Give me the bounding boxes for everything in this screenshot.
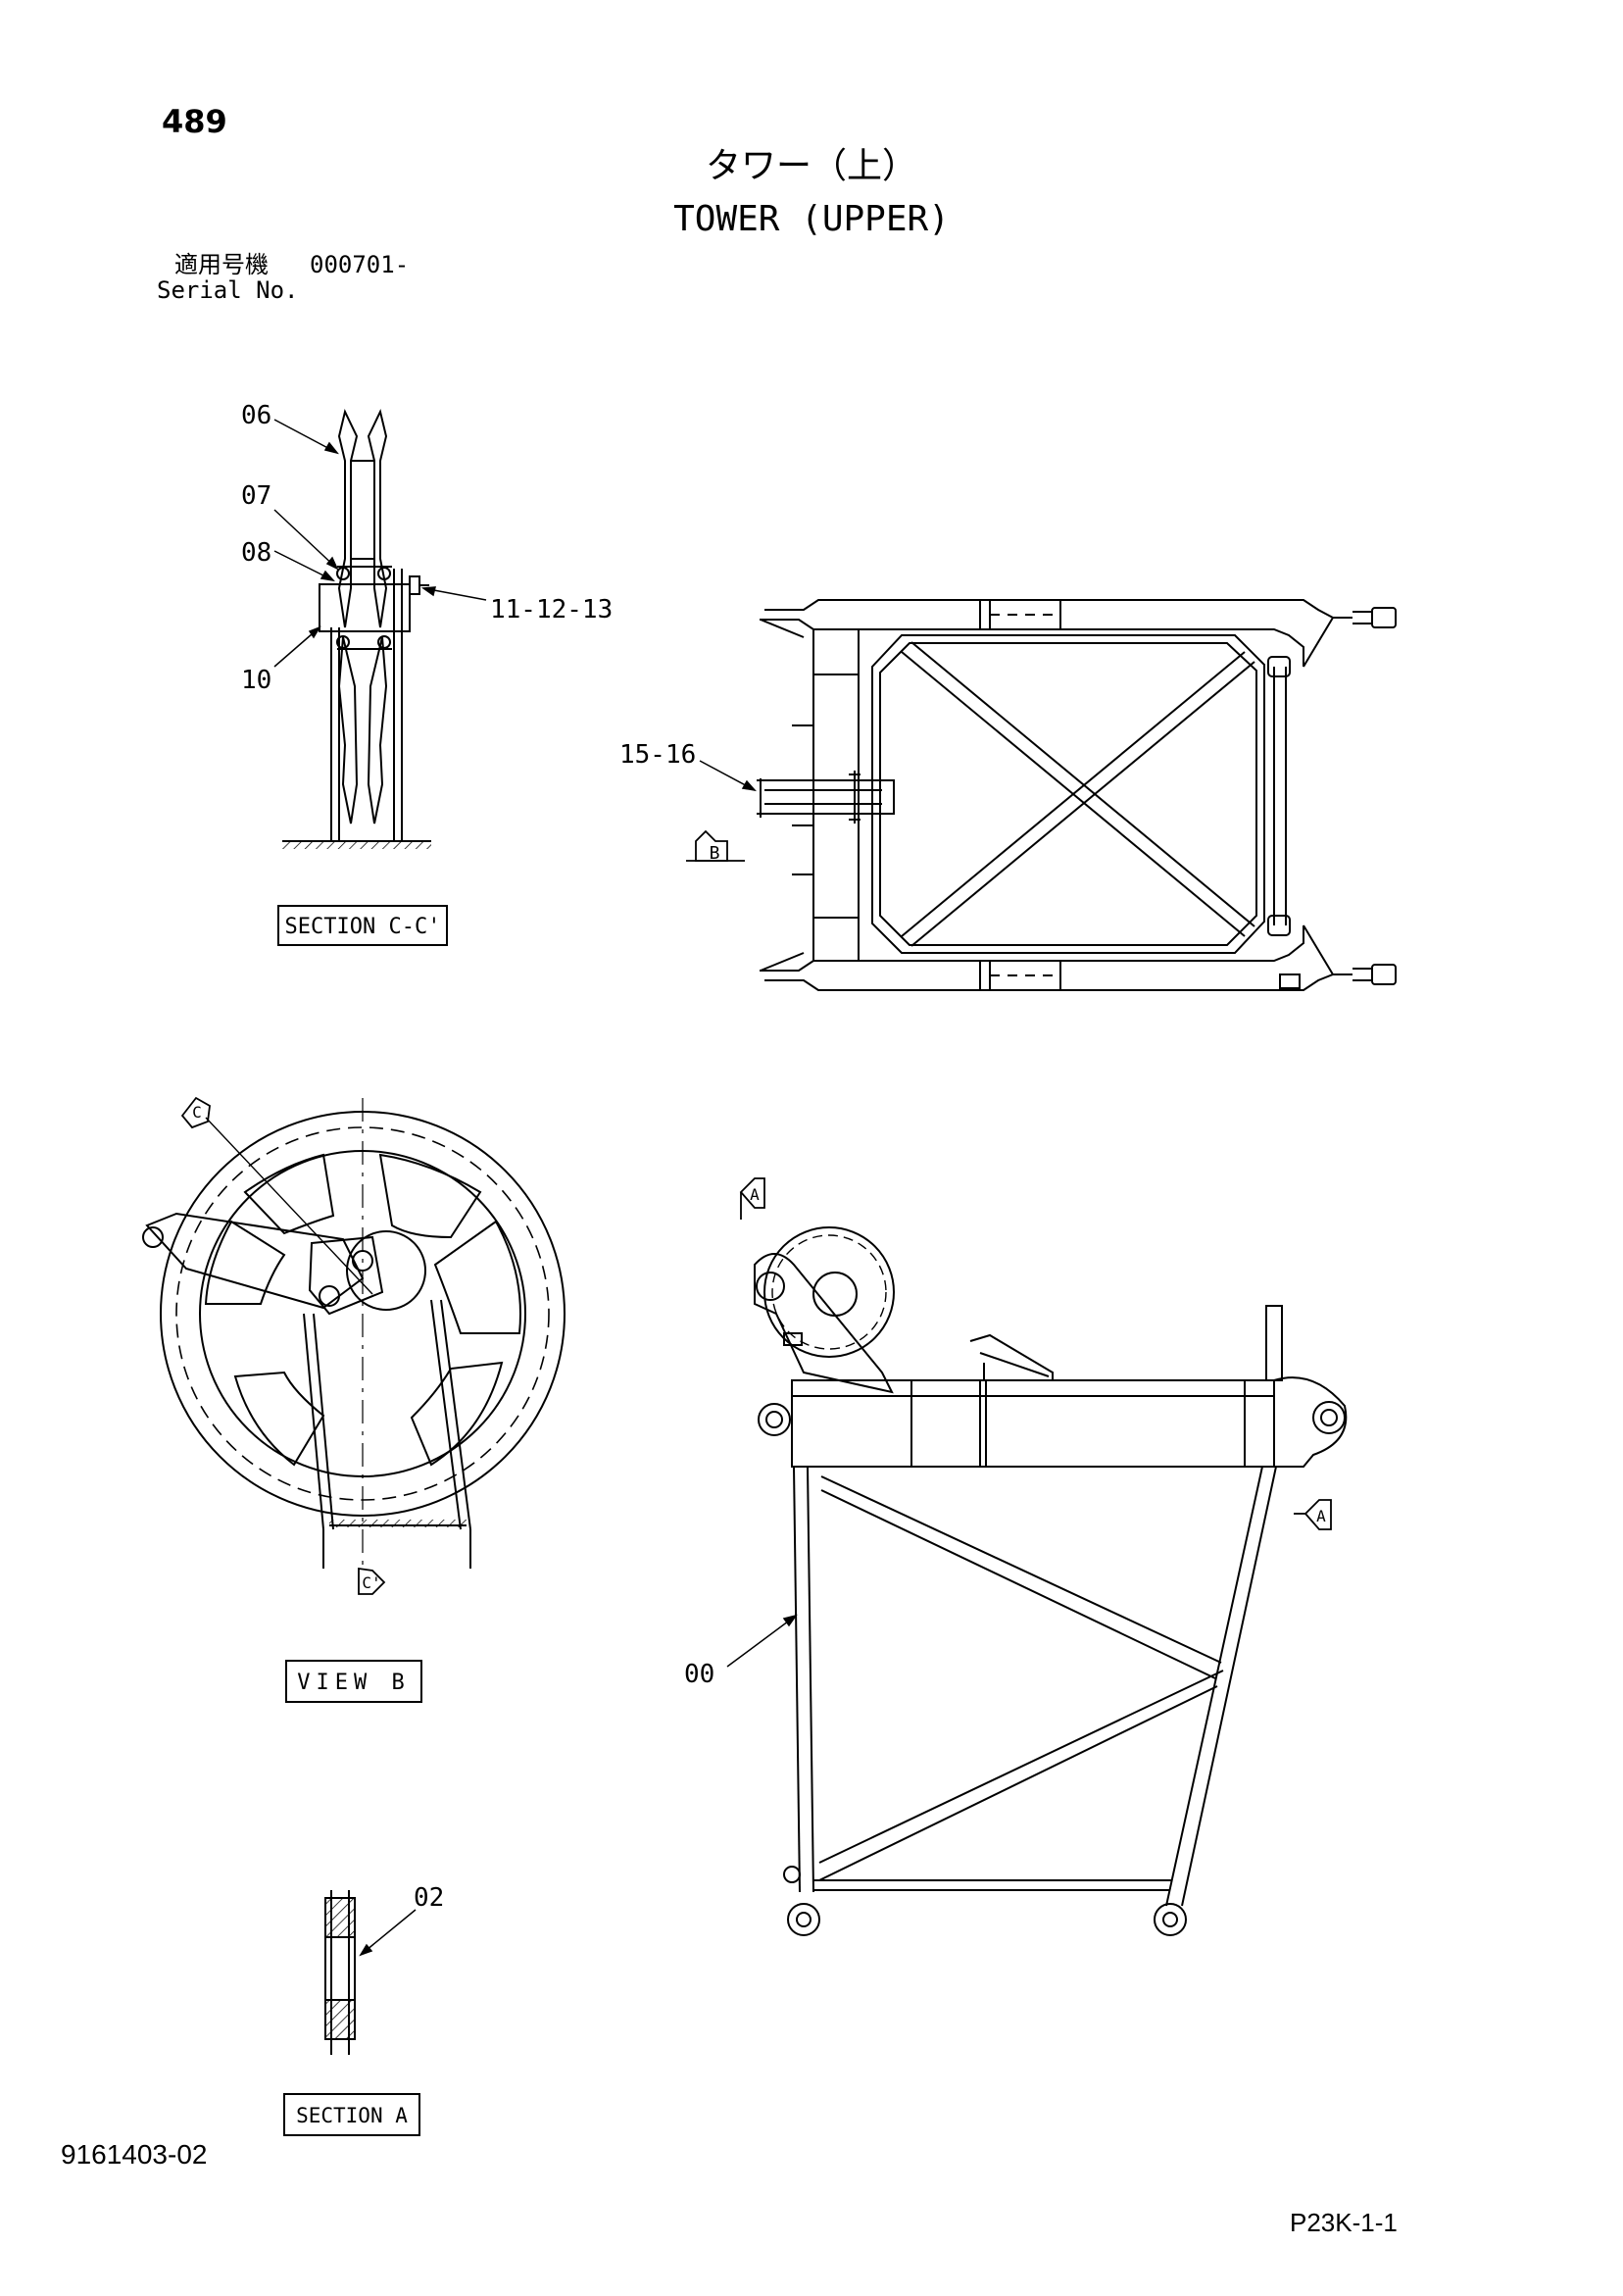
serial-label-japanese: 適用号機	[174, 251, 269, 278]
section-cc-drawing	[282, 409, 431, 849]
callout-07: 07	[241, 481, 271, 511]
callout-15-16: 15-16	[619, 740, 696, 770]
drawing-number: 9161403-02	[61, 2139, 208, 2170]
sheet-code: P23K-1-1	[1290, 2208, 1398, 2237]
view-b-drawing	[142, 1098, 566, 1569]
view-b-marker-label: B	[710, 843, 720, 864]
callout-11-12-13: 11-12-13	[490, 595, 613, 624]
serial-label-english: Serial No.	[157, 276, 299, 304]
view-b-section-markers	[180, 1096, 386, 1595]
section-cc-leaders	[273, 419, 487, 668]
view-b-label-box	[285, 1660, 422, 1703]
page-number: 489	[162, 103, 227, 140]
elevation-drawing	[754, 1226, 1348, 1936]
callout-06: 06	[241, 401, 271, 430]
title-english: TOWER (UPPER)	[673, 199, 950, 239]
serial-value: 000701-	[310, 251, 410, 278]
callout-00: 00	[684, 1660, 714, 1689]
callout-08: 08	[241, 538, 271, 568]
section-cc-label-box	[277, 905, 448, 946]
section-a-leaders	[359, 1909, 417, 1957]
view-b-section-c-prime-marker: C'	[362, 1573, 380, 1592]
section-a-label: SECTION A	[296, 2104, 408, 2127]
elevation-leaders	[726, 1614, 798, 1668]
callout-10: 10	[241, 666, 271, 695]
plan-view-leaders	[699, 760, 757, 792]
view-b-label: VIEW B	[297, 1671, 410, 1695]
section-a-marker-right: A	[1316, 1507, 1326, 1525]
section-a-marker-top: A	[750, 1185, 760, 1204]
view-b-section-c-marker: C	[192, 1103, 202, 1122]
plan-view-drawing	[757, 599, 1397, 991]
section-a-label-box	[283, 2093, 420, 2136]
section-a-markers	[739, 1177, 1332, 1530]
section-cc-label: SECTION C-C'	[285, 915, 441, 939]
view-b-marker	[686, 829, 745, 862]
title-japanese: タワー（上）	[705, 146, 917, 186]
section-a-drawing	[324, 1890, 356, 2055]
callout-02: 02	[414, 1883, 444, 1913]
